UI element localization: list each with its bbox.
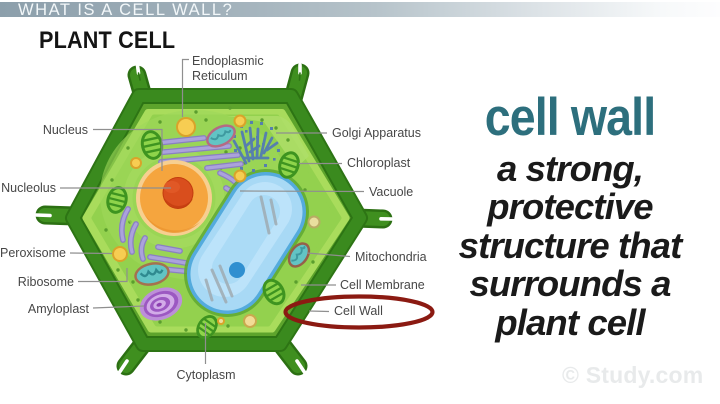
svg-text:Chloroplast: Chloroplast [347, 156, 411, 170]
svg-text:Cell Membrane: Cell Membrane [340, 278, 425, 292]
svg-text:Mitochondria: Mitochondria [355, 250, 427, 264]
svg-text:Ribosome: Ribosome [18, 275, 74, 289]
svg-text:Reticulum: Reticulum [192, 69, 248, 83]
svg-text:Peroxisome: Peroxisome [0, 246, 66, 260]
svg-text:Cell Wall: Cell Wall [334, 304, 383, 318]
svg-text:Nucleus: Nucleus [43, 123, 88, 137]
svg-text:Vacuole: Vacuole [369, 185, 413, 199]
svg-text:Amyloplast: Amyloplast [28, 302, 90, 316]
svg-text:Nucleolus: Nucleolus [1, 181, 56, 195]
svg-text:Endoplasmic: Endoplasmic [192, 54, 264, 68]
svg-text:Cytoplasm: Cytoplasm [176, 368, 235, 382]
svg-text:Golgi Apparatus: Golgi Apparatus [332, 126, 421, 140]
